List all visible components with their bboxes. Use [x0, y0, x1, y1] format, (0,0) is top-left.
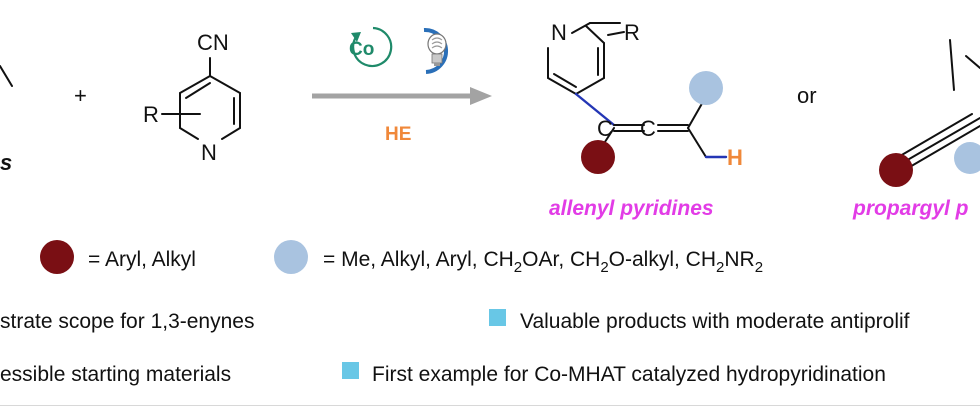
or-separator: or: [797, 83, 817, 108]
ring-bond: [585, 25, 605, 44]
added-hydrogen: H: [727, 145, 743, 170]
plus-sign: +: [74, 83, 87, 108]
legend-light-text: = Me, Alkyl, Aryl, CH2OAr, CH2O-alkyl, C…: [323, 248, 763, 276]
r-group-label: R: [143, 102, 159, 127]
legend-dark-text: = Aryl, Alkyl: [88, 248, 196, 271]
allenyl-pyridine-structure: N R C C H allenyl pyridines: [547, 20, 743, 220]
product-r-group: R: [624, 20, 640, 45]
legend-dark-sphere: [40, 240, 74, 274]
cyano-group-label: CN: [197, 30, 229, 55]
allenyl-pyridines-label: allenyl pyridines: [549, 197, 714, 220]
propargyl-label: propargyl p: [852, 197, 969, 220]
propargyl-dark-sphere: [879, 153, 913, 187]
new-c-c-bond: [574, 92, 616, 127]
ring-double-bond: [553, 73, 577, 88]
product-ring-nitrogen: N: [551, 20, 567, 45]
ring-bond: [547, 77, 577, 95]
cobalt-cycle-arc: [352, 26, 393, 68]
enyne-bond: [0, 65, 13, 87]
alkyne-bond-b: [907, 125, 980, 169]
cobalt-cycle-arrowhead: [351, 32, 361, 42]
bulb-glass: [427, 33, 447, 55]
ch2-bond: [687, 127, 707, 158]
feature-valuable-products: Valuable products with moderate antiprol…: [520, 310, 910, 333]
propargyl-light-sphere: [954, 142, 980, 174]
bulb-tip: [434, 63, 440, 66]
r-bond: [607, 31, 625, 36]
allene-carbon: C: [640, 116, 656, 141]
allene-carbon-left: C: [597, 116, 613, 141]
light-substituent-sphere: [689, 71, 723, 105]
to-light-group-bond: [687, 99, 705, 129]
reaction-arrow-head: [470, 87, 492, 105]
cobalt-label: Co: [349, 39, 374, 60]
hantzsch-ester-label: HE: [385, 124, 411, 145]
light-cycle-arc: [423, 27, 448, 74]
legend: = Aryl, Alkyl = Me, Alkyl, Aryl, CH2OAr,…: [40, 240, 763, 276]
light-bulb-icon: [423, 27, 448, 74]
ring-bond: [571, 22, 591, 34]
ring-bond: [179, 127, 199, 140]
features-list: strate scope for 1,3-enynes essible star…: [0, 309, 910, 386]
feature-substrate-scope: strate scope for 1,3-enynes: [0, 310, 254, 333]
alkyne-bond-c: [899, 113, 973, 157]
bulb-base: [431, 53, 443, 64]
bottom-divider: [0, 405, 980, 406]
propargyl-bond: [949, 39, 955, 91]
feature-first-example: First example for Co-MHAT catalyzed hydr…: [372, 363, 886, 386]
ring-bond: [575, 77, 605, 95]
cobalt-catalyst-icon: Co: [349, 26, 393, 68]
cyanopyridine-structure: CN R N: [143, 30, 241, 165]
feature-bullet-square: [342, 362, 359, 379]
propargyl-bond: [965, 55, 980, 69]
ring-double-bond: [185, 82, 211, 99]
alkyne-bond-a: [903, 117, 980, 163]
ring-bond: [209, 75, 241, 94]
dark-substituent-sphere: [581, 140, 615, 174]
feature-starting-materials: essible starting materials: [0, 363, 231, 386]
ring-bond: [179, 75, 211, 94]
bulb-coil: [431, 37, 443, 49]
reaction-arrow-group: Co HE: [312, 26, 492, 145]
ring-bond: [221, 127, 241, 140]
legend-light-sphere: [274, 240, 308, 274]
enyne-fragment: s: [0, 65, 13, 175]
enyne-label-fragment: s: [0, 150, 12, 175]
ring-nitrogen-label: N: [201, 140, 217, 165]
propargyl-fragment: propargyl p: [852, 39, 980, 220]
feature-bullet-square: [489, 309, 506, 326]
